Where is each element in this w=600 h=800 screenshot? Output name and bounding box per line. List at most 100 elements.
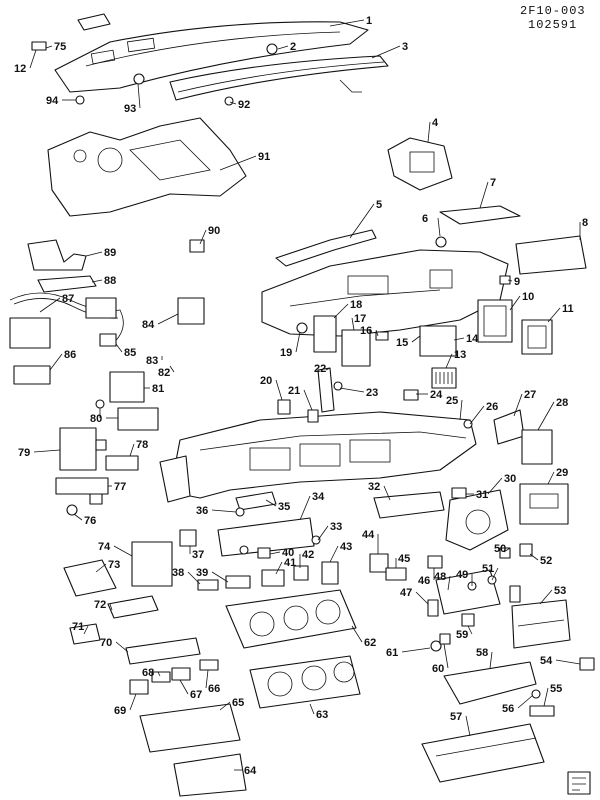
callout-label-11: 11: [562, 303, 574, 315]
clip-40: [257, 547, 271, 559]
callout-leader-90: [199, 229, 207, 245]
callout-leader-11: [547, 307, 561, 323]
callout-leader-1: [329, 19, 365, 27]
clip-71: [69, 623, 101, 645]
callout-label-1: 1: [366, 15, 372, 27]
callout-label-42: 42: [302, 549, 314, 561]
callout-68: 68: [142, 667, 161, 679]
clip-35: [235, 491, 277, 511]
callout-leader-66: [205, 669, 209, 689]
callout-leader-59: [467, 625, 473, 635]
callout-leader-2: [277, 45, 289, 50]
callout-label-65: 65: [232, 697, 244, 709]
callout-19: 19: [280, 331, 301, 359]
housing-48: [435, 569, 501, 615]
bracket-73: [63, 559, 117, 597]
outlet-14: [419, 325, 457, 357]
callout-leader-75: [45, 45, 53, 49]
callout-leader-76: [73, 513, 83, 521]
callout-label-16: 16: [360, 325, 372, 337]
switch-45: [385, 567, 407, 581]
clip-52: [519, 543, 533, 557]
screw-33b: [239, 545, 249, 555]
panel-65: [139, 703, 241, 753]
icon-box: [567, 771, 591, 795]
callout-leader-16: [375, 329, 379, 337]
callout-86: 86: [49, 349, 76, 371]
bracket-89: [27, 239, 87, 271]
callout-label-90: 90: [208, 225, 220, 237]
callout-65: 65: [219, 697, 244, 711]
switch-66: [199, 659, 219, 671]
callout-52: 52: [529, 553, 552, 567]
callout-16: 16: [360, 325, 379, 337]
nut-76: [66, 504, 78, 516]
clip-21: [307, 409, 319, 423]
callout-label-83: 83: [146, 355, 158, 367]
callout-leader-10: [509, 295, 521, 311]
callout-label-54: 54: [540, 655, 553, 667]
bracket-18: [313, 315, 337, 353]
callout-88: 88: [91, 275, 116, 287]
callout-51: 51: [482, 563, 499, 581]
callout-leader-3: [371, 45, 401, 59]
callout-leader-21: [303, 389, 313, 411]
callout-21: 21: [288, 385, 313, 411]
callout-label-71: 71: [72, 621, 84, 633]
callout-61: 61: [386, 647, 431, 659]
callout-label-87: 87: [62, 293, 74, 305]
callout-leader-39: [211, 571, 229, 583]
callout-label-23: 23: [366, 387, 378, 399]
callout-leader-51: [491, 567, 499, 581]
callout-leader-93: [137, 83, 141, 109]
bracket-27: [493, 409, 525, 445]
callout-label-20: 20: [260, 375, 272, 387]
callout-30: 30: [487, 473, 516, 495]
callout-label-24: 24: [430, 389, 443, 401]
callout-44: 44: [362, 529, 379, 554]
callout-label-93: 93: [124, 103, 136, 115]
callout-label-34: 34: [312, 491, 325, 503]
callout-label-63: 63: [316, 709, 328, 721]
callout-label-6: 6: [422, 213, 428, 225]
bezel-11: [521, 319, 553, 355]
callout-73: 73: [95, 559, 120, 573]
callout-label-12: 12: [14, 63, 26, 75]
callout-leader-92: [229, 101, 237, 105]
connector-84: [177, 297, 205, 325]
callout-leader-56: [517, 695, 533, 709]
callout-2: 2: [277, 41, 296, 53]
callout-37: 37: [189, 546, 204, 561]
callout-76: 76: [73, 513, 96, 527]
clip-20: [277, 399, 291, 415]
switch-47a: [427, 599, 439, 617]
instrument-panel-main: [159, 411, 477, 503]
callout-label-56: 56: [502, 703, 514, 715]
callout-label-33: 33: [330, 521, 342, 533]
callout-leader-23: [339, 387, 365, 393]
callout-50: 50: [494, 543, 511, 555]
callout-label-30: 30: [504, 473, 516, 485]
callout-leader-47: [415, 591, 429, 605]
callout-82: 82: [158, 365, 175, 379]
callout-label-27: 27: [524, 389, 536, 401]
callout-38: 38: [172, 567, 201, 585]
callout-67: 67: [179, 679, 202, 701]
callout-leader-20: [275, 379, 283, 401]
switch-69: [129, 679, 149, 695]
callout-85: 85: [115, 343, 136, 359]
callout-label-68: 68: [142, 667, 154, 679]
callout-label-60: 60: [432, 663, 444, 675]
callout-leader-58: [489, 651, 493, 669]
plate-55: [529, 705, 555, 717]
callout-79: 79: [18, 447, 61, 459]
callout-71: 71: [72, 621, 89, 635]
callout-leader-73: [95, 563, 107, 573]
knee-bolster-57: [421, 723, 545, 783]
center-duct: [275, 229, 377, 267]
callout-4: 4: [427, 117, 439, 143]
nut-23: [333, 381, 343, 391]
callout-leader-63: [309, 703, 315, 715]
callout-20: 20: [260, 375, 283, 401]
callout-label-84: 84: [142, 319, 155, 331]
